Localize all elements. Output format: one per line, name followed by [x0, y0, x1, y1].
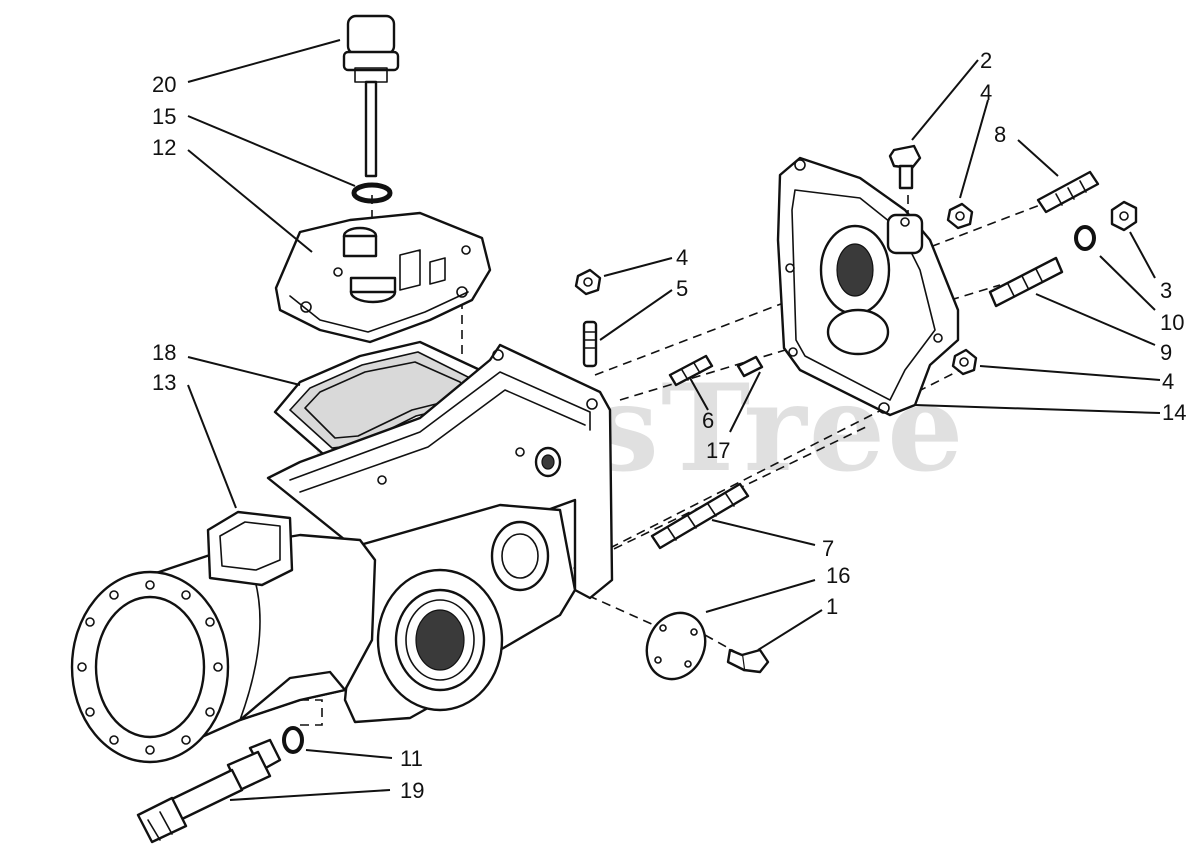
- callout-1: 1: [826, 594, 838, 619]
- part-1-bolt: [726, 648, 770, 674]
- part-16-cover-disc: [645, 611, 707, 681]
- callout-4-center: 4: [676, 245, 688, 270]
- callout-15: 15: [152, 104, 176, 129]
- part-4-nut-center: [574, 268, 602, 296]
- callout-17: 17: [706, 438, 730, 463]
- part-7-rod: [650, 482, 750, 550]
- callout-11: 11: [400, 746, 423, 771]
- part-4-nut-lower-right: [951, 348, 978, 376]
- part-2-bolt: [888, 144, 922, 190]
- part-20-fill-cap: [342, 14, 400, 178]
- callout-2: 2: [980, 48, 992, 73]
- part-9-stud: [988, 256, 1064, 308]
- part-4-nut-upper-right: [946, 202, 974, 230]
- part-12-top-cover: [274, 211, 492, 344]
- callout-4-top: 4: [980, 80, 992, 105]
- callout-10: 10: [1160, 310, 1184, 335]
- part-15-o-ring: [351, 182, 393, 204]
- callout-5: 5: [676, 276, 688, 301]
- callout-14: 14: [1162, 400, 1186, 425]
- callout-12: 12: [152, 135, 176, 160]
- part-18-gasket: [273, 340, 498, 462]
- callout-18: 18: [152, 340, 176, 365]
- part-13-housing: [70, 343, 614, 764]
- callout-13: 13: [152, 370, 176, 395]
- leader-lines: [187, 39, 1161, 801]
- part-8-stud: [1036, 170, 1100, 214]
- callout-6: 6: [702, 408, 714, 433]
- callout-4-right: 4: [1162, 369, 1174, 394]
- flange-bolt-holes: [77, 580, 223, 755]
- part-5-stud: [582, 320, 598, 368]
- callout-7: 7: [822, 536, 834, 561]
- part-14-side-cover: [776, 156, 960, 417]
- callout-8: 8: [994, 122, 1006, 147]
- callout-16: 16: [826, 563, 850, 588]
- part-3-nut: [1110, 200, 1138, 232]
- part-11-o-ring: [282, 726, 304, 754]
- part-19-hose-fitting: [136, 738, 282, 844]
- part-10-washer: [1074, 225, 1096, 251]
- callout-20: 20: [152, 72, 176, 97]
- callout-labels: 20 15 12 18 13 2 4 8 3 10 9 4 14 4 5 6 1…: [152, 48, 1186, 803]
- callout-9: 9: [1160, 340, 1172, 365]
- callout-3: 3: [1160, 278, 1172, 303]
- part-6-stud: [668, 354, 714, 387]
- part-17-dowel-pin: [736, 355, 764, 378]
- callout-19: 19: [400, 778, 424, 803]
